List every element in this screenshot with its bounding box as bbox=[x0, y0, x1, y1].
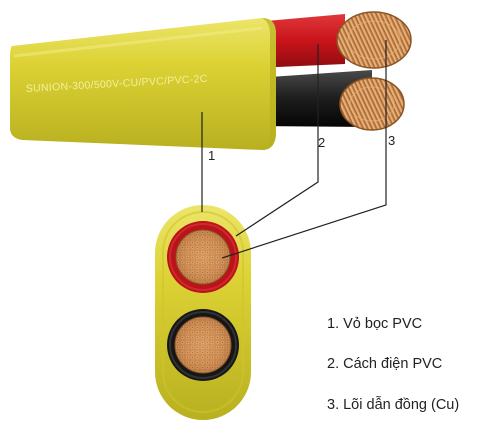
red-insulation bbox=[255, 14, 345, 68]
legend-item-sheath: 1. Vỏ bọc PVC bbox=[327, 316, 423, 332]
callout-number-1: 1 bbox=[208, 148, 215, 163]
legend-item-conductor: 3. Lõi dẫn đồng (Cu) bbox=[327, 397, 460, 413]
cable-side-view: SUNION-300/500V-CU/PVC/PVC-2C bbox=[10, 11, 412, 150]
copper-end-top bbox=[336, 11, 412, 69]
cable-cross-section bbox=[155, 205, 251, 420]
leader-line-3 bbox=[221, 40, 387, 259]
copper-end-bottom bbox=[339, 77, 405, 131]
callout-number-2: 2 bbox=[318, 135, 325, 150]
legend-item-insulation: 2. Cách điện PVC bbox=[327, 356, 443, 372]
leader-lines bbox=[201, 40, 387, 259]
leader-line-2 bbox=[235, 44, 319, 237]
outer-sheath bbox=[10, 18, 276, 150]
callout-number-3: 3 bbox=[388, 133, 395, 148]
